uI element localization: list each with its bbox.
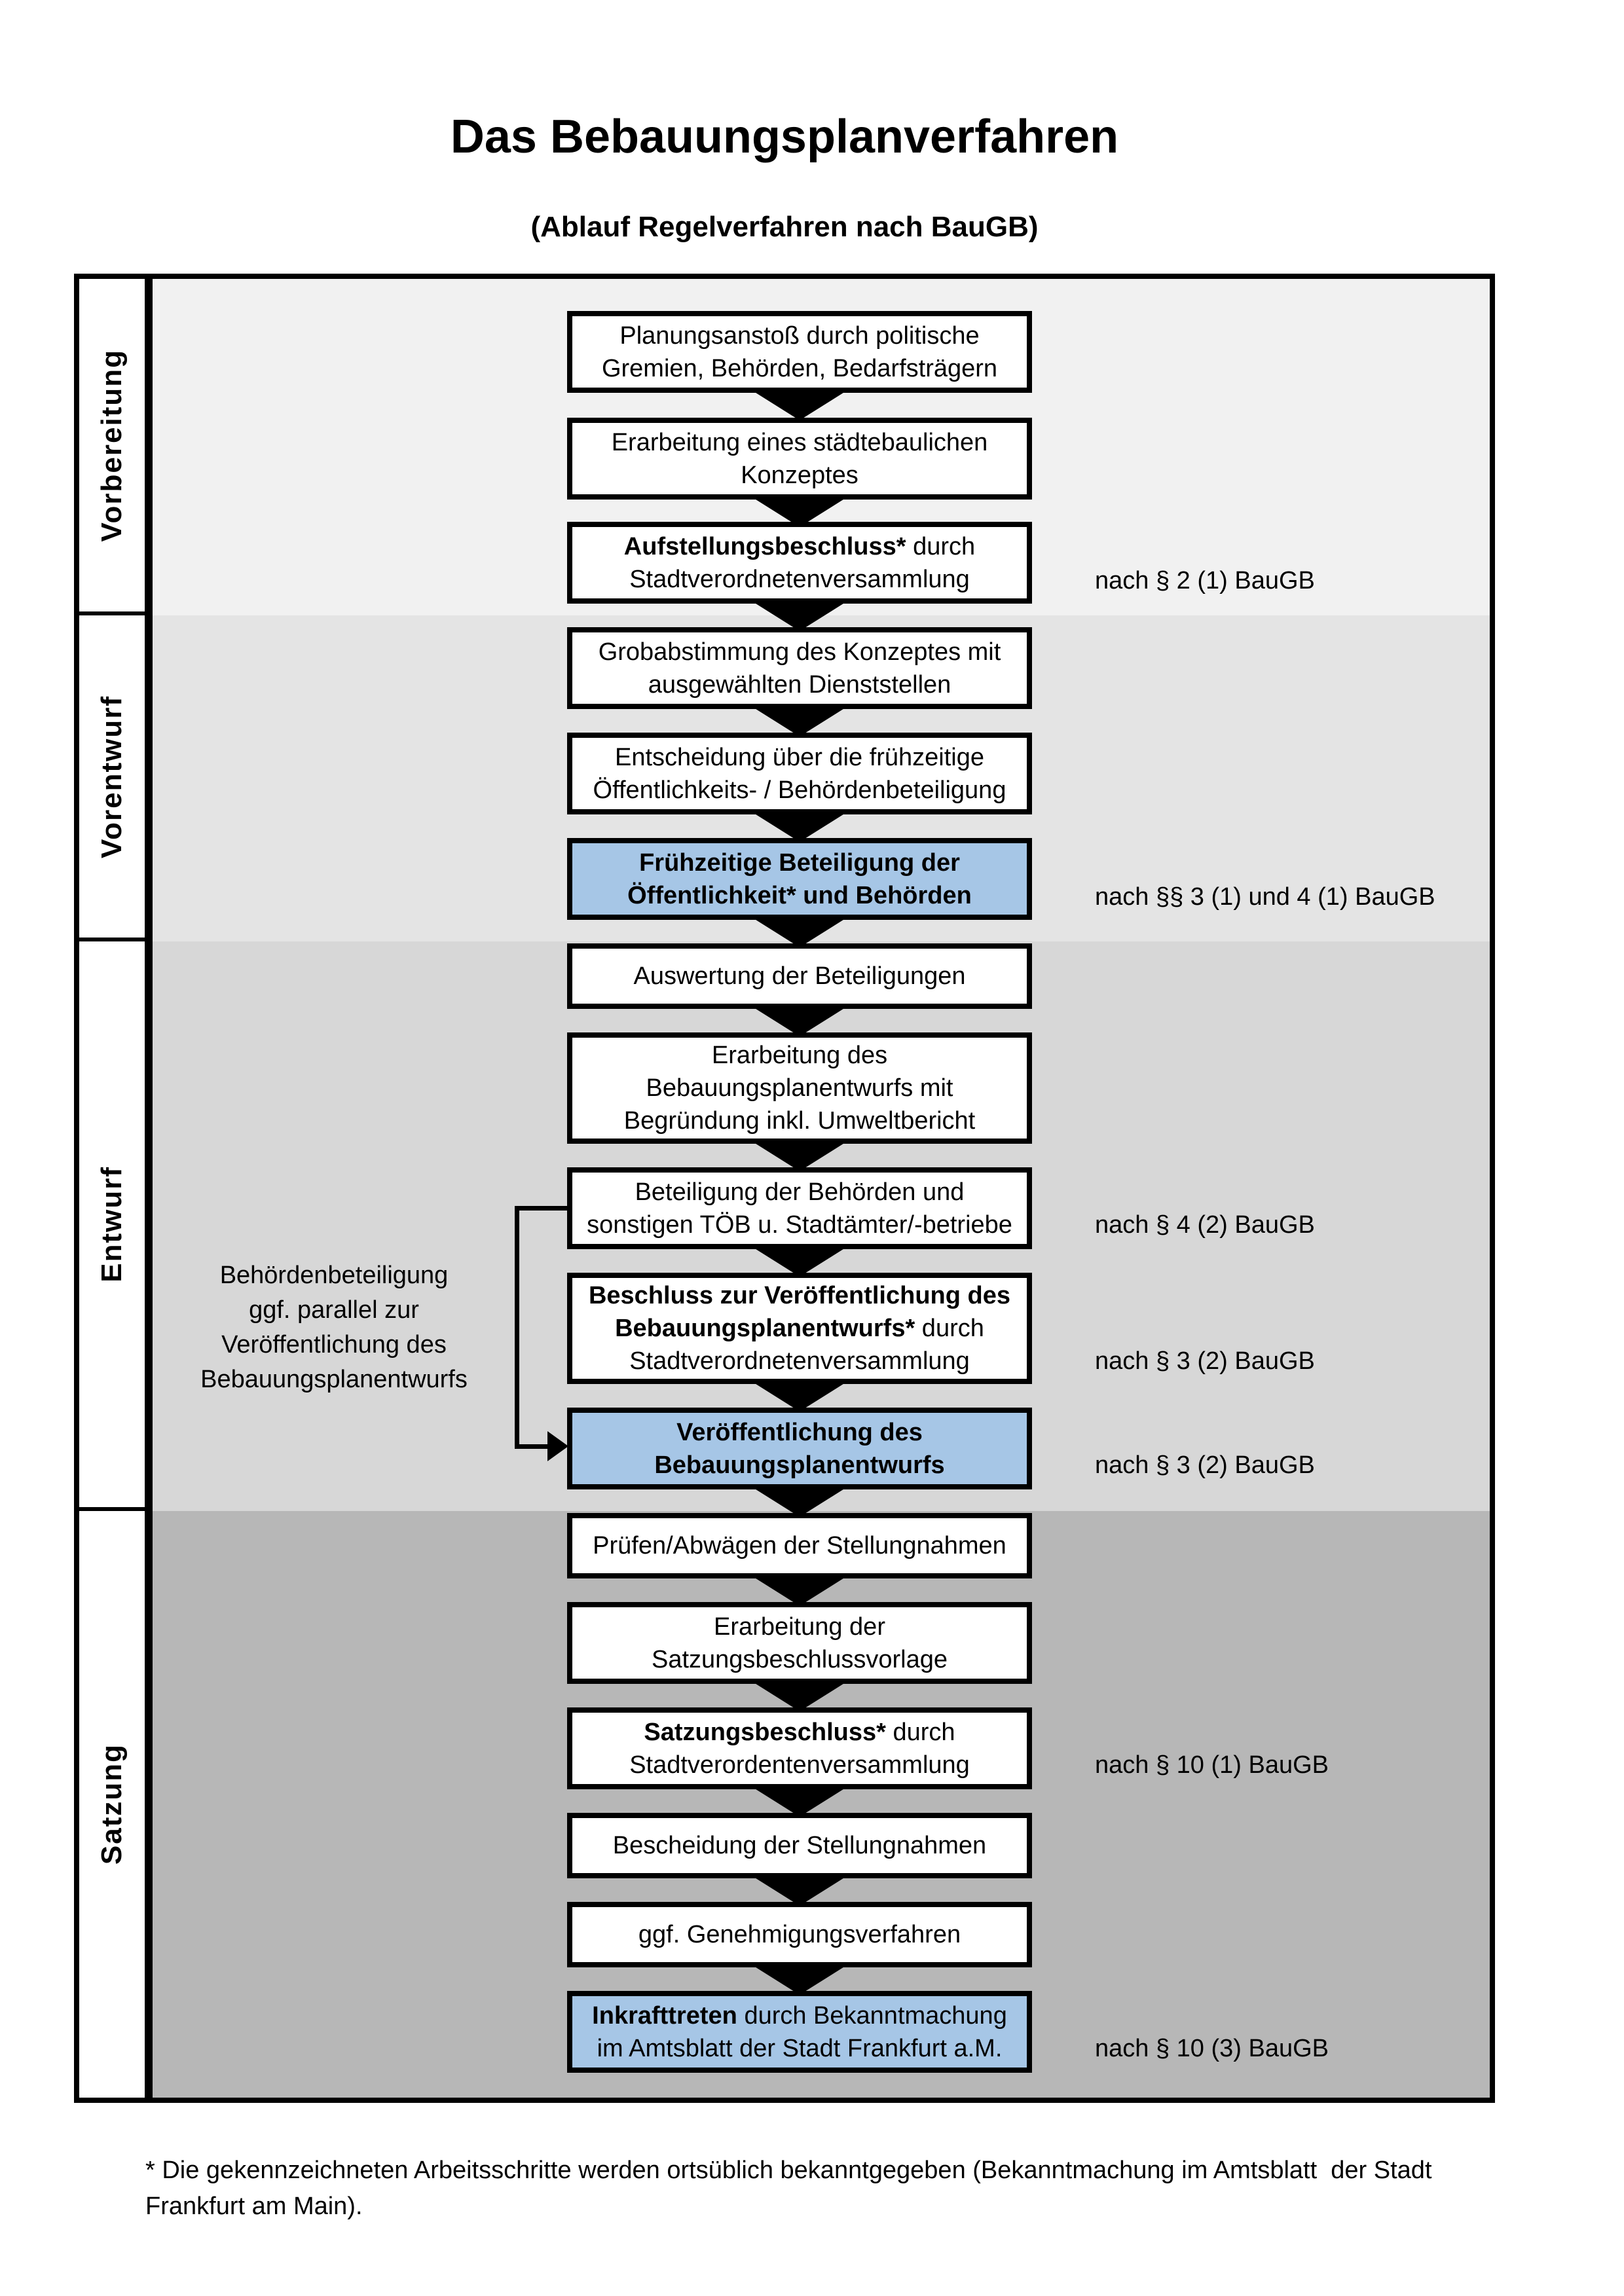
box-text-segment: durch Stadtverordnetenversammlung	[629, 1315, 984, 1375]
box-text-segment: Frühzeitige Beteiligung der Öffentlichke…	[627, 848, 972, 909]
arrow-down-icon	[754, 1142, 845, 1171]
box-text-segment: Bescheidung der Stellungnahmen	[612, 1832, 987, 1859]
arrow-down-icon	[754, 708, 845, 737]
box-text-segment: ggf. Genehmigungsverfahren	[638, 1921, 961, 1948]
box-text: Aufstellungsbeschluss* durch Stadtverord…	[624, 530, 975, 596]
legal-reference-3: nach § 4 (2) BauGB	[1095, 1211, 1315, 1239]
flow-box-grobabstimmung: Grobabstimmung des Konzeptes mit ausgewä…	[567, 627, 1032, 709]
flow-box-aufstellungsbeschluss: Aufstellungsbeschluss* durch Stadtverord…	[567, 522, 1032, 604]
box-text: Auswertung der Beteiligungen	[633, 960, 965, 993]
box-text: Beschluss zur Veröffentlichung des Bebau…	[589, 1279, 1010, 1377]
arrow-down-icon	[754, 392, 845, 420]
box-text-segment: Erarbeitung eines städtebaulichen Konzep…	[611, 428, 988, 489]
flow-box-bescheidung: Bescheidung der Stellungnahmen	[567, 1813, 1032, 1878]
parallel-procedure-note: Behördenbeteiligung ggf. parallel zur Ve…	[200, 1262, 468, 1393]
flow-box-satzungsbeschluss: Satzungsbeschluss* durch Stadtverordente…	[567, 1707, 1032, 1789]
phase-column-divider	[145, 279, 153, 2098]
arrow-down-icon	[754, 1966, 845, 1995]
box-text: Inkrafttreten durch Bekanntmachung im Am…	[592, 1999, 1007, 2065]
parallel-connector-top-line	[515, 1206, 567, 1211]
legal-reference-7: nach § 10 (3) BauGB	[1095, 2035, 1329, 2062]
phase-cell-satzung: Satzung	[79, 1511, 145, 2098]
legal-reference-1: nach § 2 (1) BauGB	[1095, 567, 1315, 594]
box-text-segment: Veröffentlichung des Bebauungsplanentwur…	[654, 1418, 945, 1479]
phase-cell-vorentwurf: Vorentwurf	[79, 615, 145, 941]
arrow-down-icon	[754, 1877, 845, 1906]
flow-box-veroeffentlichung: Veröffentlichung des Bebauungsplanentwur…	[567, 1408, 1032, 1489]
box-text-segment: Planungsanstoß durch politische Gremien,…	[601, 321, 998, 382]
box-text: Planungsanstoß durch politische Gremien,…	[602, 319, 997, 385]
flow-box-planungsanstoss: Planungsanstoß durch politische Gremien,…	[567, 311, 1032, 393]
box-text-segment: durch Stadtverordentenversammlung	[629, 1718, 970, 1779]
phase-label-entwurf: Entwurf	[96, 1166, 128, 1283]
phase-cell-entwurf: Entwurf	[79, 941, 145, 1511]
flow-box-pruefen-abwaegen: Prüfen/Abwägen der Stellungnahmen	[567, 1513, 1032, 1578]
box-text-segment: Erarbeitung der Satzungsbeschlussvorlage	[651, 1613, 948, 1673]
box-text: Entscheidung über die frühzeitige Öffent…	[593, 741, 1006, 807]
flow-box-satzungsbeschlussvorlage: Erarbeitung der Satzungsbeschlussvorlage	[567, 1602, 1032, 1684]
box-text-segment: Entscheidung über die frühzeitige Öffent…	[593, 743, 1006, 804]
box-text: Erarbeitung der Satzungsbeschlussvorlage	[652, 1611, 948, 1676]
flow-box-beschluss-veroeffentlichung: Beschluss zur Veröffentlichung des Bebau…	[567, 1273, 1032, 1384]
flow-box-staedtebauliches-konzept: Erarbeitung eines städtebaulichen Konzep…	[567, 418, 1032, 500]
arrow-down-icon	[754, 1008, 845, 1036]
box-text: Erarbeitung eines städtebaulichen Konzep…	[612, 426, 988, 492]
box-text: Bescheidung der Stellungnahmen	[613, 1829, 986, 1862]
box-text-segment: Grobabstimmung des Konzeptes mit ausgewä…	[598, 638, 1001, 699]
legal-reference-4: nach § 3 (2) BauGB	[1095, 1347, 1315, 1375]
arrow-down-icon	[754, 919, 845, 947]
box-text-segment: durch Bekanntmachung im Amtsblatt der St…	[597, 2001, 1007, 2062]
arrow-down-icon	[754, 813, 845, 842]
phase-label-vorbereitung: Vorbereitung	[96, 348, 128, 542]
phase-cell-vorbereitung: Vorbereitung	[79, 279, 145, 615]
box-text-segment: Erarbeitung des Bebauungsplanentwurfs mi…	[623, 1042, 976, 1135]
arrow-down-icon	[754, 1683, 845, 1711]
flow-box-inkrafttreten: Inkrafttreten durch Bekanntmachung im Am…	[567, 1991, 1032, 2073]
arrow-down-icon	[754, 1488, 845, 1517]
legal-reference-5: nach § 3 (2) BauGB	[1095, 1451, 1315, 1479]
box-text: Erarbeitung des Bebauungsplanentwurfs mi…	[624, 1039, 976, 1137]
footnote: * Die gekennzeichneten Arbeitsschritte w…	[145, 2157, 1432, 2220]
box-text: Veröffentlichung des Bebauungsplanentwur…	[654, 1416, 944, 1482]
legal-reference-2: nach §§ 3 (1) und 4 (1) BauGB	[1095, 883, 1435, 911]
box-text-segment: Aufstellungsbeschluss*	[623, 532, 906, 560]
box-text-segment: Prüfen/Abwägen der Stellungnahmen	[593, 1532, 1006, 1559]
phase-label-satzung: Satzung	[96, 1743, 128, 1865]
box-text: Prüfen/Abwägen der Stellungnahmen	[593, 1529, 1006, 1562]
flow-box-erarbeitung-entwurf: Erarbeitung des Bebauungsplanentwurfs mi…	[567, 1032, 1032, 1144]
parallel-connector-vertical-line	[515, 1206, 519, 1449]
flow-box-entscheidung-beteiligung: Entscheidung über die frühzeitige Öffent…	[567, 733, 1032, 814]
box-text-segment: durch Stadtverordnetenversammlung	[629, 532, 976, 593]
page-subtitle: (Ablauf Regelverfahren nach BauGB)	[530, 211, 1039, 243]
phase-label-vorentwurf: Vorentwurf	[96, 695, 128, 858]
box-text-segment: Beschluss zur Veröffentlichung des Bebau…	[588, 1282, 1011, 1342]
flow-box-beteiligung-behoerden: Beteiligung der Behörden und sonstigen T…	[567, 1167, 1032, 1249]
arrow-down-icon	[754, 1248, 845, 1277]
arrow-down-icon	[754, 602, 845, 631]
flow-box-auswertung: Auswertung der Beteiligungen	[567, 943, 1032, 1009]
arrow-down-icon	[754, 1788, 845, 1817]
box-text: Grobabstimmung des Konzeptes mit ausgewä…	[599, 636, 1001, 701]
box-text: ggf. Genehmigungsverfahren	[638, 1918, 961, 1951]
box-text: Satzungsbeschluss* durch Stadtverordente…	[629, 1716, 970, 1781]
box-text-segment: Beteiligung der Behörden und sonstigen T…	[587, 1178, 1012, 1239]
page-title: Das Bebauungsplanverfahren	[450, 111, 1119, 163]
box-text-segment: Inkrafttreten	[592, 2001, 737, 2030]
parallel-connector-arrow-icon	[547, 1431, 568, 1461]
parallel-connector-bottom-line	[515, 1444, 550, 1449]
legal-reference-6: nach § 10 (1) BauGB	[1095, 1751, 1329, 1779]
arrow-down-icon	[754, 1383, 845, 1412]
flow-box-fruehzeitige-beteiligung: Frühzeitige Beteiligung der Öffentlichke…	[567, 838, 1032, 920]
box-text-segment: Auswertung der Beteiligungen	[633, 962, 966, 990]
flow-box-genehmigungsverfahren: ggf. Genehmigungsverfahren	[567, 1902, 1032, 1967]
box-text-segment: Satzungsbeschluss*	[644, 1718, 886, 1746]
arrow-down-icon	[754, 1577, 845, 1606]
box-text: Beteiligung der Behörden und sonstigen T…	[587, 1176, 1012, 1241]
box-text: Frühzeitige Beteiligung der Öffentlichke…	[627, 847, 972, 912]
